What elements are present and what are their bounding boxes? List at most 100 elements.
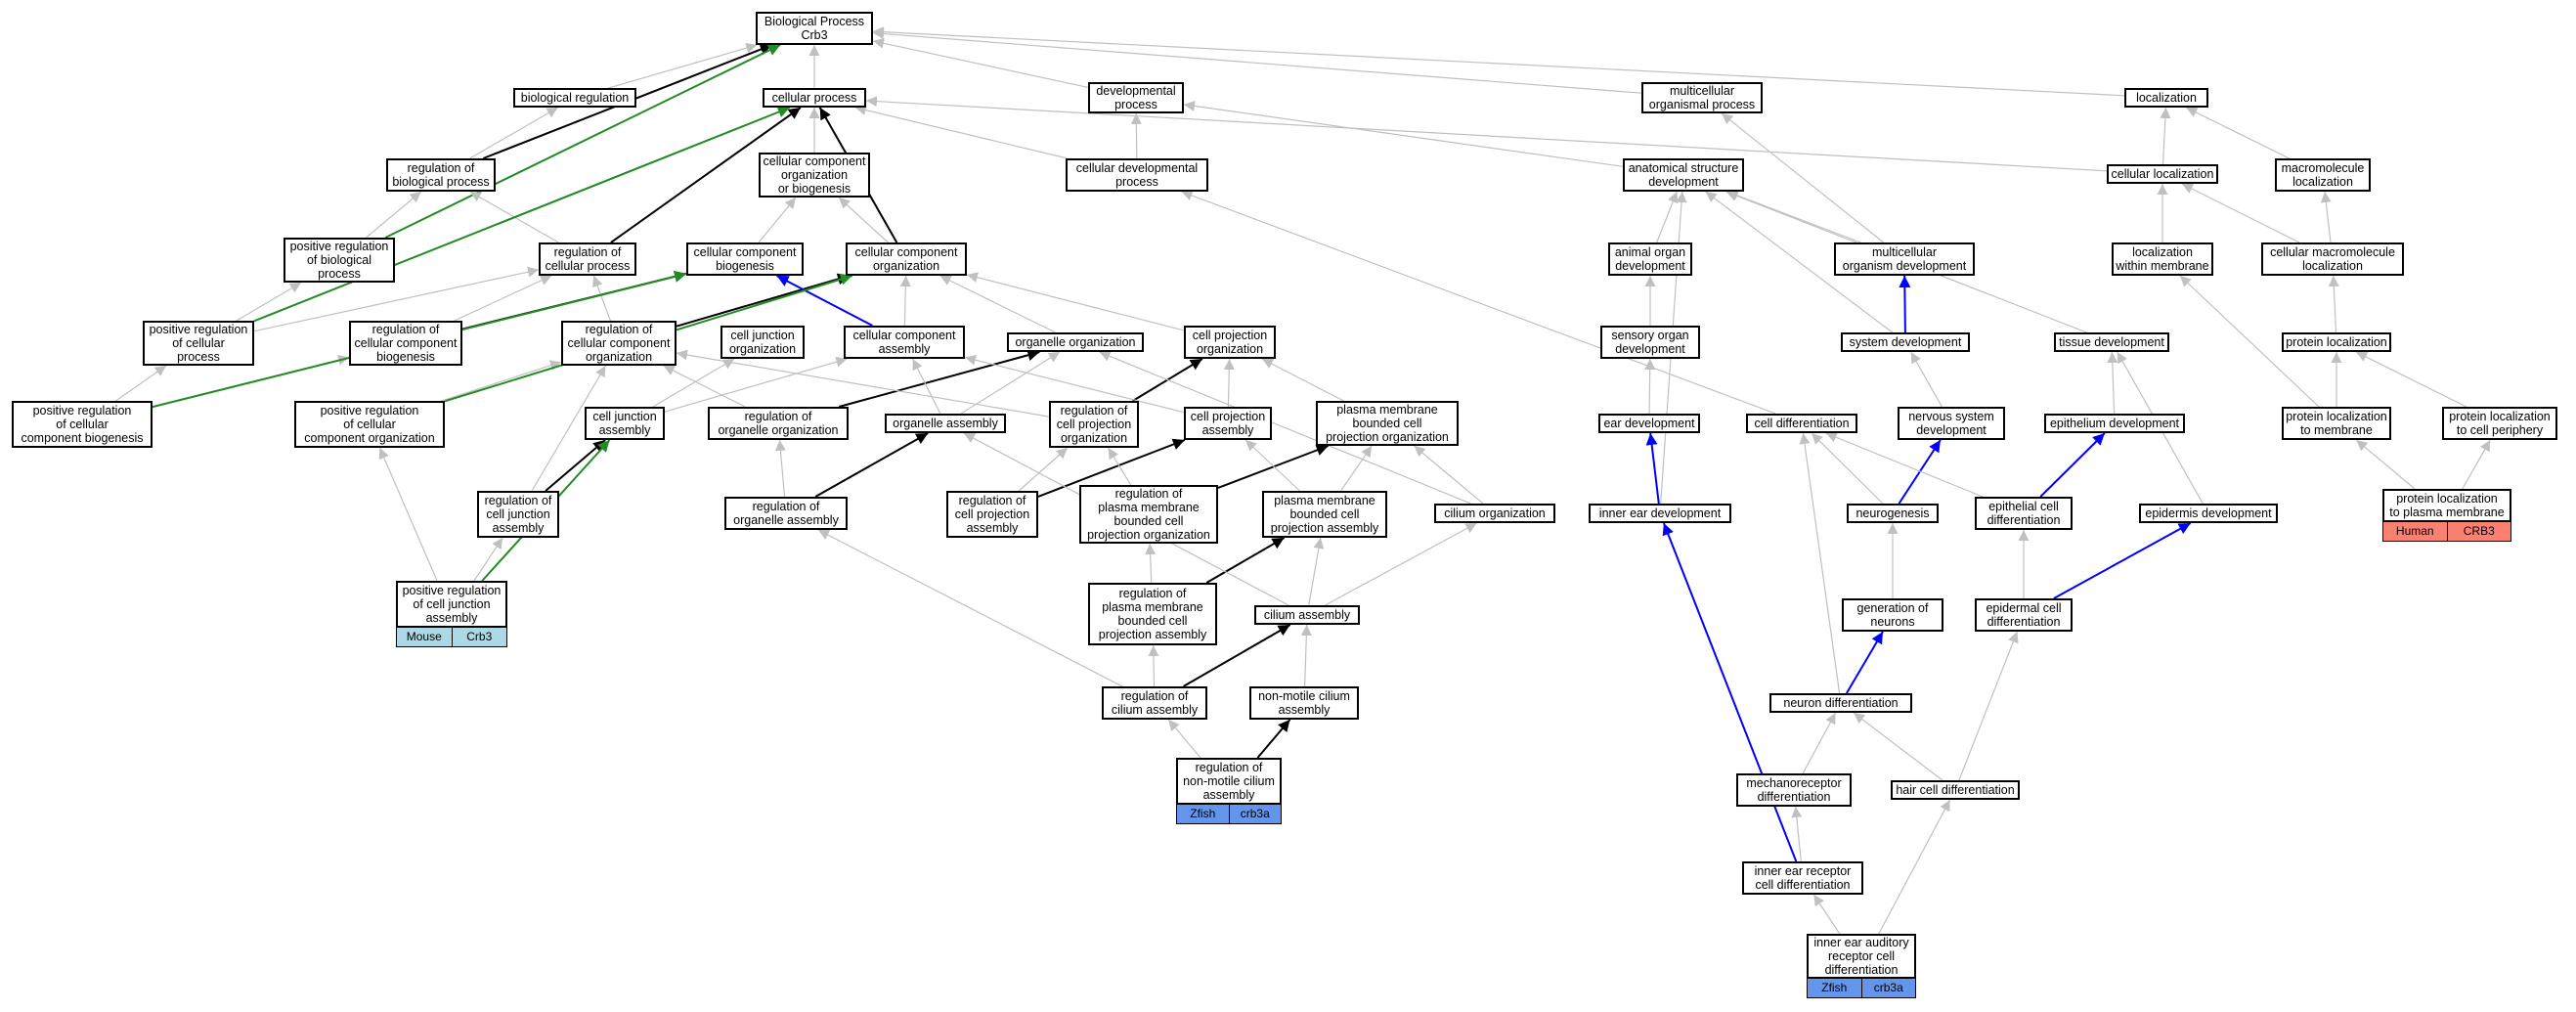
edge-regorgasm-to-orgasm — [814, 432, 929, 498]
edge-cpasm-to-cporg — [1223, 358, 1235, 408]
go-term-regorgorg[interactable]: regulation of organelle organization — [708, 407, 849, 440]
annotation-gene[interactable]: Crb3 — [451, 628, 507, 646]
annotation-gene[interactable]: crb3a — [1228, 805, 1282, 823]
go-term-posregcell[interactable]: positive regulation of cellular process — [143, 321, 254, 366]
go-term-mechdiff[interactable]: mechanoreceptor differentiation — [1736, 773, 1852, 807]
go-term-bp[interactable]: Biological Process Crb3 — [756, 12, 873, 45]
go-term-regcell[interactable]: regulation of cellular process — [539, 242, 636, 276]
go-term-cellproc[interactable]: cellular process — [763, 88, 866, 108]
go-term-animorg[interactable]: animal organ development — [1608, 242, 1692, 276]
go-term-regccorg[interactable]: regulation of cellular component organiz… — [561, 321, 677, 366]
go-term-multiproc[interactable]: multicellular organismal process — [1641, 82, 1763, 113]
go-term-epicelldiff[interactable]: epithelial cell differentiation — [1975, 497, 2073, 530]
go-term-sensorg[interactable]: sensory organ development — [1600, 326, 1700, 359]
edge-regbio-to-bioreg — [469, 107, 558, 159]
go-term-posregcjasm[interactable]: positive regulation of cell junction ass… — [396, 581, 507, 628]
go-term-pmbcpasm[interactable]: plasma membrane bounded cell projection … — [1262, 491, 1387, 538]
go-term-regcjasm[interactable]: regulation of cell junction assembly — [477, 491, 559, 538]
go-term-cjasm[interactable]: cell junction assembly — [585, 407, 665, 440]
go-term-ccob[interactable]: cellular component organization or bioge… — [759, 153, 870, 198]
edge-regciliumasm-to-regpmbcpasm — [1148, 644, 1159, 687]
go-term-eardev[interactable]: ear development — [1598, 414, 1700, 433]
go-term-regpmbcpasm[interactable]: regulation of plasma membrane bounded ce… — [1088, 583, 1217, 645]
go-term-regciliumasm[interactable]: regulation of cilium assembly — [1102, 686, 1207, 720]
annotation-gene[interactable]: CRB3 — [2446, 522, 2511, 541]
go-term-protloc[interactable]: protein localization — [2282, 332, 2391, 352]
go-term-regorgasm[interactable]: regulation of organelle assembly — [724, 497, 848, 530]
go-term-regbio[interactable]: regulation of biological process — [386, 158, 496, 192]
go-term-posregccbio[interactable]: positive regulation of cellular componen… — [12, 401, 153, 448]
edge-cpasm-to-ccasm — [964, 354, 1185, 414]
go-term-regcpasm[interactable]: regulation of cell projection assembly — [946, 491, 1038, 538]
go-term-pmbcporg[interactable]: plasma membrane bounded cell projection … — [1316, 401, 1459, 446]
go-term-cmacroloc[interactable]: cellular macromolecule localization — [2261, 242, 2404, 276]
go-term-regcporg[interactable]: regulation of cell projection organizati… — [1049, 401, 1139, 448]
go-term-cjorg[interactable]: cell junction organization — [720, 326, 805, 359]
go-term-bioreg[interactable]: biological regulation — [513, 88, 636, 108]
go-term-ccorg[interactable]: cellular component organization — [846, 242, 967, 276]
go-term-ccbio[interactable]: cellular component biogenesis — [686, 242, 804, 276]
edge-sysdev-to-anatdev — [1705, 191, 1894, 333]
go-term-tissdev[interactable]: tissue development — [2054, 332, 2169, 352]
go-term-cellloc[interactable]: cellular localization — [2107, 164, 2218, 184]
edge-posregcjasm-to-posregccorg — [378, 447, 438, 582]
go-term-nonmotile[interactable]: non-motile cilium assembly — [1249, 686, 1359, 720]
go-term-haircelldiff[interactable]: hair cell differentiation — [1891, 780, 2020, 800]
go-term-ciliumasm[interactable]: cilium assembly — [1254, 605, 1360, 625]
edge-regpmbcporg-to-pmbcporg — [1217, 444, 1330, 489]
go-term-orgasm[interactable]: organelle assembly — [885, 414, 1006, 433]
go-term-protlocmem[interactable]: protein localization to membrane — [2282, 407, 2391, 440]
go-term-cporg[interactable]: cell projection organization — [1184, 326, 1276, 359]
go-term-innerear[interactable]: inner ear development — [1589, 504, 1731, 523]
go-term-nervdev[interactable]: nervous system development — [1898, 407, 2005, 440]
edge-protlocpm-to-protlocper — [2462, 439, 2491, 490]
edge-macroloc-to-loc — [2186, 107, 2290, 159]
go-term-anatdev[interactable]: anatomical structure development — [1623, 158, 1744, 192]
go-term-celldiff[interactable]: cell differentiation — [1746, 414, 1857, 433]
go-term-innerearrec[interactable]: inner ear receptor cell differentiation — [1742, 861, 1863, 895]
go-term-innerearaud[interactable]: inner ear auditory receptor cell differe… — [1807, 934, 1916, 979]
annotation-gene[interactable]: crb3a — [1860, 979, 1916, 997]
go-term-orgorg[interactable]: organelle organization — [1007, 332, 1144, 352]
edge-orgorg-to-ccorg — [939, 275, 1056, 333]
edge-posregcell-to-cellproc — [253, 106, 791, 323]
go-term-locmem[interactable]: localization within membrane — [2112, 242, 2213, 276]
go-term-celldevproc[interactable]: cellular developmental process — [1066, 158, 1208, 192]
go-term-epidcelldiff[interactable]: epidermal cell differentiation — [1975, 598, 2073, 632]
go-term-sysdev[interactable]: system development — [1841, 332, 1970, 352]
edge-posregccbio-to-posregcell — [115, 365, 167, 402]
edge-anatdev-to-devproc — [1183, 100, 1624, 167]
edge-loc-to-bp — [872, 26, 2125, 97]
edge-pmbcporg-to-cporg — [1261, 358, 1344, 402]
go-term-neurdiff[interactable]: neuron differentiation — [1769, 693, 1912, 713]
go-term-loc[interactable]: localization — [2124, 88, 2208, 108]
go-term-epidev[interactable]: epithelium development — [2044, 414, 2185, 433]
go-term-cpasm[interactable]: cell projection assembly — [1184, 407, 1272, 440]
edge-epidev-to-tissdev — [2107, 351, 2118, 415]
go-term-posregccorg[interactable]: positive regulation of cellular componen… — [294, 401, 445, 448]
go-term-regnonmotile[interactable]: regulation of non-motile cilium assembly — [1176, 758, 1282, 805]
go-term-ccasm[interactable]: cellular component assembly — [844, 326, 965, 359]
go-term-macroloc[interactable]: macromolecule localization — [2275, 158, 2371, 192]
go-term-devproc[interactable]: developmental process — [1088, 82, 1184, 113]
go-term-genneur[interactable]: generation of neurons — [1842, 598, 1943, 632]
edge-posregbio-to-bp — [384, 44, 781, 239]
edge-ccbio-to-ccob — [758, 197, 797, 243]
edge-regcpasm-to-cpasm — [1037, 438, 1186, 498]
go-term-posregbio[interactable]: positive regulation of biological proces… — [284, 238, 395, 283]
go-term-neurogen[interactable]: neurogenesis — [1847, 504, 1939, 523]
go-term-regpmbcporg[interactable]: regulation of plasma membrane bounded ce… — [1079, 485, 1218, 544]
edge-regorgorg-to-orgorg — [839, 349, 1040, 408]
go-term-ciliumorg[interactable]: cilium organization — [1434, 504, 1555, 523]
go-term-multiorg[interactable]: multicellular organism development — [1834, 242, 1975, 276]
edge-regpmbcporg-to-regcporg — [1108, 447, 1132, 486]
edge-cjasm-to-ccasm — [664, 356, 848, 413]
go-term-protlocpm[interactable]: protein localization to plasma membrane — [2382, 489, 2511, 522]
go-term-epiddev[interactable]: epidermis development — [2139, 504, 2278, 523]
go-term-regccbio[interactable]: regulation of cellular component biogene… — [349, 321, 462, 366]
go-term-protlocper[interactable]: protein localization to cell periphery — [2442, 407, 2557, 440]
edge-regorgasm-to-regorgorg — [774, 439, 786, 498]
edge-posregcell-to-posregbio — [236, 282, 302, 322]
edge-pmbcpasm-to-pmbcporg — [1340, 445, 1373, 492]
